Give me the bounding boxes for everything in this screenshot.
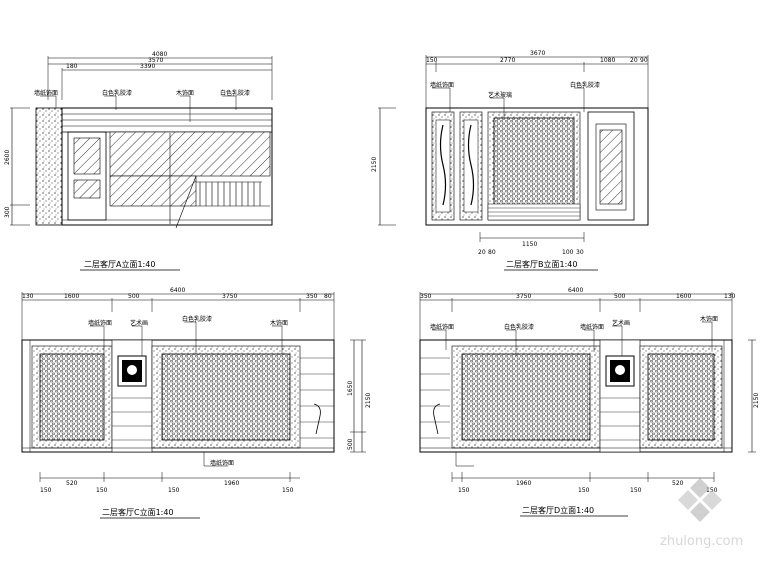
dim-c-5: 350 [306, 293, 318, 300]
dim-d-5: 130 [724, 293, 736, 300]
dim-c-1: 130 [22, 293, 34, 300]
dim-d-total: 6400 [568, 287, 583, 294]
dim-b-bot-0: 1150 [522, 241, 537, 248]
dim-b-3: 1080 [600, 57, 615, 64]
dim-c-bot-3: 150 [168, 487, 180, 494]
note-d-3: 艺术画 [612, 319, 630, 327]
elevation-view-c: 6400 130 1600 500 3750 350 80 2150 1650 … [21, 287, 372, 519]
note-c-4: 墙纸饰面 [210, 459, 234, 467]
dim-d-bot-2: 150 [578, 487, 590, 494]
dim-c-3: 500 [128, 293, 140, 300]
dim-c-h3: 500 [347, 438, 354, 450]
note-d-2: 墙纸饰面 [580, 323, 604, 331]
note-c-3: 木饰面 [270, 319, 288, 327]
dim-a-3: 180 [66, 63, 78, 70]
dim-c-bot-2: 150 [96, 487, 108, 494]
dim-c-bot-4: 1960 [224, 480, 239, 487]
dim-c-bot-0: 150 [40, 487, 52, 494]
dim-d-bot-0: 150 [458, 487, 470, 494]
dim-c-height: 2150 [365, 393, 372, 408]
dim-b-4: 20 [630, 57, 638, 64]
dim-a-4: 3390 [140, 63, 155, 70]
title-c: 二层客厅C立面1:40 [102, 507, 174, 517]
dim-b-bot-4: 30 [576, 249, 584, 256]
dim-a-total: 4080 [152, 51, 167, 58]
dim-c-2: 1600 [64, 293, 79, 300]
watermark-logo: zhulong.com [660, 478, 743, 549]
note-b-0: 墙纸饰面 [430, 81, 454, 89]
dim-d-bot-1: 1960 [516, 480, 531, 487]
note-a-1: 白色乳胶漆 [102, 89, 132, 97]
dim-c-bot-5: 150 [282, 487, 294, 494]
note-c-0: 墙纸饰面 [88, 319, 112, 327]
title-a: 二层客厅A立面1:40 [84, 259, 155, 269]
dim-c-6: 80 [324, 293, 332, 300]
dim-a-height: 2600 [4, 150, 11, 165]
note-a-3: 白色乳胶漆 [220, 89, 250, 97]
note-b-2: 白色乳胶漆 [570, 81, 600, 89]
dim-d-height: 2150 [753, 393, 760, 408]
dim-b-bot-3: 100 [562, 249, 574, 256]
note-a-0: 墙纸饰面 [34, 89, 58, 97]
dim-c-bot-1: 520 [66, 480, 78, 487]
note-d-1: 白色乳胶漆 [504, 323, 534, 331]
elevation-view-d: 6400 350 3750 500 1600 130 2150 [419, 287, 760, 517]
dim-c-h2: 1650 [347, 381, 354, 396]
dim-d-3: 500 [614, 293, 626, 300]
dim-b-bot-1: 20 [478, 249, 486, 256]
note-b-1: 艺术玻璃 [488, 91, 512, 99]
dim-b-1: 150 [426, 57, 438, 64]
elevation-view-a: 4080 3570 180 3390 2600 300 [4, 51, 273, 271]
dim-d-2: 3750 [516, 293, 531, 300]
note-c-1: 艺术画 [130, 319, 148, 327]
dim-a-base: 300 [4, 206, 11, 218]
note-a-2: 木饰面 [176, 89, 194, 97]
title-b: 二层客厅B立面1:40 [506, 259, 577, 269]
dim-a-2: 3570 [148, 57, 163, 64]
dim-b-total: 3670 [530, 50, 545, 57]
dim-b-5: 90 [640, 57, 648, 64]
dim-d-1: 350 [420, 293, 432, 300]
dim-c-total: 6400 [170, 287, 185, 294]
dim-d-4: 1600 [676, 293, 691, 300]
title-d: 二层客厅D立面1:40 [522, 505, 594, 515]
note-d-4: 木饰面 [700, 315, 718, 323]
watermark-site: zhulong.com [660, 534, 743, 549]
note-c-2: 白色乳胶漆 [182, 315, 212, 323]
watermark-emblem-icon [678, 478, 722, 522]
dim-d-bot-3: 150 [630, 487, 642, 494]
dim-b-2: 2770 [500, 57, 515, 64]
note-d-0: 墙纸饰面 [430, 323, 454, 331]
dim-c-4: 3750 [222, 293, 237, 300]
dim-d-bot-4: 520 [672, 480, 684, 487]
elevation-view-b: 3670 150 2770 1080 20 90 2150 [371, 50, 649, 271]
dim-b-height: 2150 [371, 157, 378, 172]
dim-b-bot-2: 80 [488, 249, 496, 256]
